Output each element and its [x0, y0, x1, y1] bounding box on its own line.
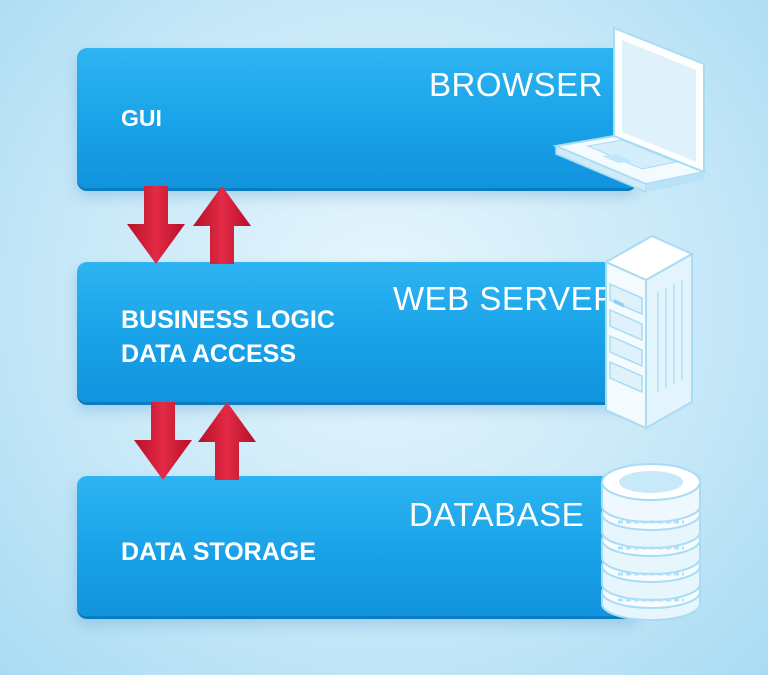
down-arrow-icon — [127, 186, 185, 264]
gui-label: GUI — [121, 105, 162, 131]
web-server-tier-title: WEB SERVER — [393, 280, 618, 317]
server-rack-icon — [603, 234, 695, 430]
browser-tier-title: BROWSER — [429, 66, 604, 103]
business-logic-label: BUSINESS LOGIC — [121, 306, 335, 334]
down-arrow-icon — [134, 402, 192, 480]
laptop-icon — [552, 26, 708, 194]
database-tier: DATABASE DATA STORAGE — [77, 476, 637, 616]
data-access-label: DATA ACCESS — [121, 340, 296, 368]
data-storage-label: DATA STORAGE — [121, 538, 316, 566]
up-arrow-icon — [193, 186, 251, 264]
database-tier-title: DATABASE — [409, 496, 585, 533]
web-server-tier: WEB SERVER BUSINESS LOGIC DATA ACCESS — [77, 262, 637, 402]
browser-tier: BROWSER GUI — [77, 48, 637, 188]
up-arrow-icon — [198, 402, 256, 480]
database-icon — [601, 463, 701, 621]
